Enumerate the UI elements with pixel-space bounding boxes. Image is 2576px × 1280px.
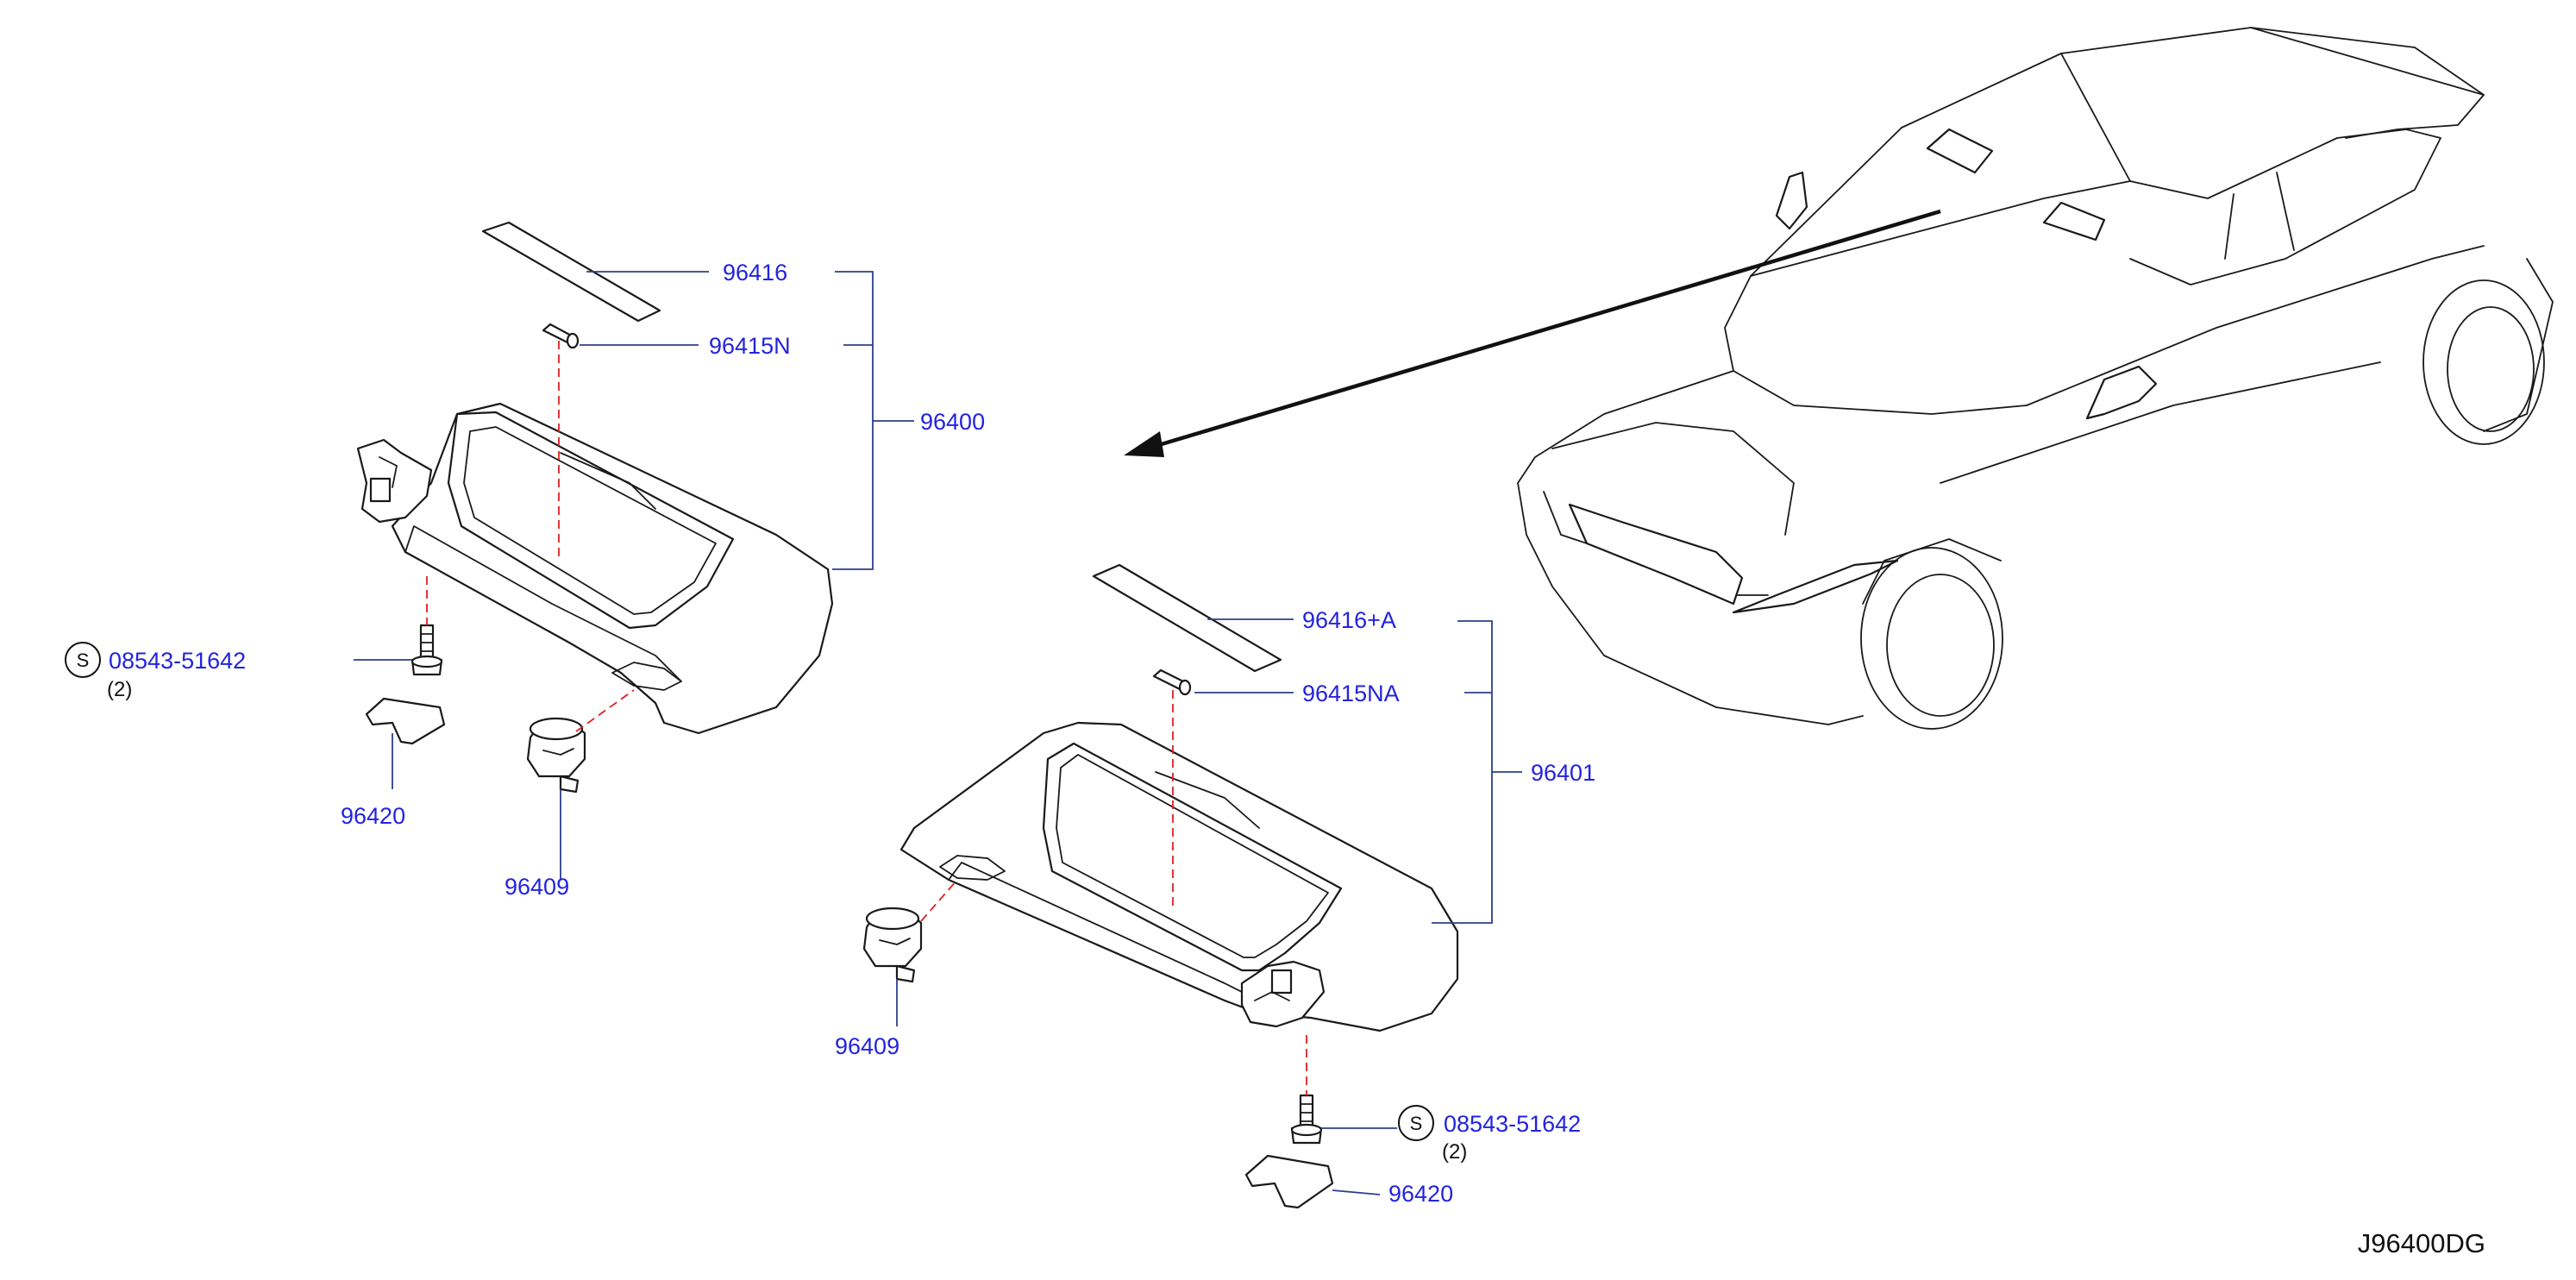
right-visor-assembly — [862, 563, 1522, 1209]
standard-part-symbol: S — [1410, 1113, 1423, 1134]
label-screw-left: 08543-51642 — [109, 648, 246, 674]
label-lamp-left: 96415N — [709, 333, 791, 359]
lamp-left — [542, 323, 580, 349]
screw-left — [411, 624, 443, 676]
label-assembly-right: 96401 — [1531, 760, 1595, 786]
standard-part-badge-left: S — [65, 642, 101, 678]
standard-part-badge-right: S — [1398, 1105, 1434, 1141]
holder-right — [862, 907, 923, 983]
label-mirror-lid-right: 96416+A — [1302, 607, 1396, 633]
left-visor-assembly — [354, 221, 914, 880]
diagram-code: J96400DG — [2358, 1228, 2485, 1258]
label-cover-left: 96420 — [341, 803, 405, 829]
screw-right — [1290, 1094, 1323, 1145]
mirror-lid-right — [1092, 563, 1282, 673]
pointer-arrow — [1124, 209, 1941, 457]
holder-left — [526, 717, 586, 794]
cover-left — [365, 697, 446, 745]
label-lamp-right: 96415NA — [1302, 681, 1400, 706]
label-holder-left: 96409 — [505, 874, 569, 900]
standard-part-symbol: S — [77, 649, 90, 671]
label-holder-right: 96409 — [835, 1033, 899, 1059]
label-cover-right: 96420 — [1388, 1181, 1453, 1207]
cover-right — [1244, 1154, 1334, 1209]
label-assembly-left: 96400 — [920, 409, 985, 435]
label-screw-right: 08543-51642 — [1444, 1111, 1581, 1137]
label-mirror-lid-left: 96416 — [723, 260, 787, 285]
lamp-right — [1152, 668, 1192, 696]
mirror-lid-left — [481, 221, 661, 323]
label-screw-qty-left: (2) — [107, 678, 132, 701]
label-screw-qty-right: (2) — [1442, 1140, 1467, 1164]
car-illustration — [1517, 27, 2554, 730]
